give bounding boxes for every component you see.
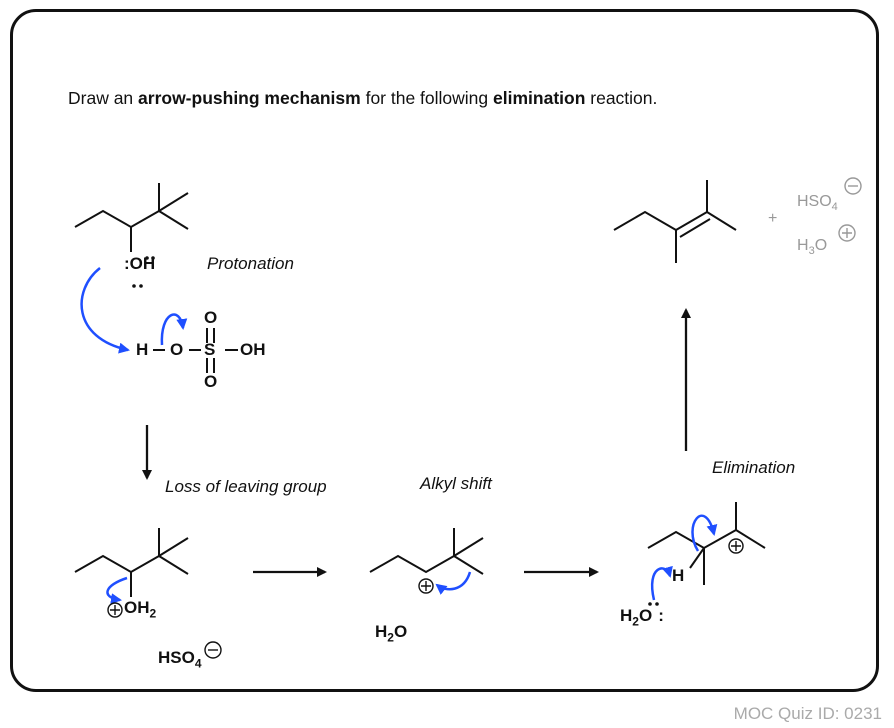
acidic-hydrogen: H bbox=[136, 340, 149, 359]
alkene-product-skeleton bbox=[613, 180, 737, 263]
prompt-bold-mechanism: arrow-pushing mechanism bbox=[138, 88, 361, 108]
water-base: H2O: bbox=[620, 606, 664, 629]
plus-sign: + bbox=[768, 210, 778, 227]
tertiary-carbocation-skeleton bbox=[647, 502, 766, 585]
arrow-methyl-shift bbox=[435, 571, 472, 595]
hso4-minus-charge-icon bbox=[204, 641, 222, 659]
sulfate-hydroxyl: OH bbox=[240, 340, 266, 359]
arrow-water-to-h bbox=[651, 565, 673, 601]
hydroxyl-group: :OH bbox=[124, 254, 156, 273]
bisulfate-byproduct: HSO4 bbox=[797, 193, 838, 214]
oxonium-skeleton bbox=[74, 528, 189, 597]
beta-hydrogen: H bbox=[672, 566, 685, 585]
secondary-carbocation-skeleton bbox=[369, 528, 484, 575]
sulfuric-acid-bonds bbox=[153, 328, 238, 373]
water-lone-pair-dots bbox=[648, 602, 659, 606]
arrow-ch-bond-to-cc bbox=[691, 514, 718, 552]
sulfonyl-oxygen-top: O bbox=[204, 308, 218, 327]
prompt-bold-elimination: elimination bbox=[493, 88, 586, 108]
secondary-carbocation-plus-icon bbox=[418, 578, 434, 594]
arrow-oh-to-h bbox=[80, 267, 130, 354]
water-leaving-group: H2O bbox=[375, 622, 408, 645]
sulfur-atom: S bbox=[204, 340, 216, 359]
bisulfate-ion: HSO4 bbox=[158, 648, 202, 671]
hso4-product-minus-icon bbox=[844, 177, 862, 195]
arrow-ho-bond-to-o bbox=[160, 313, 188, 346]
tertiary-carbocation-plus-icon bbox=[728, 538, 744, 554]
sulfonyl-oxygen-bottom: O bbox=[204, 372, 218, 391]
oxonium-plus-charge-icon bbox=[107, 602, 123, 618]
sulfate-oxygen-bridge: O bbox=[170, 340, 184, 359]
starting-alcohol-skeleton bbox=[74, 183, 189, 252]
step-label-elimination: Elimination bbox=[712, 458, 796, 477]
question-prompt: Draw an arrow-pushing mechanism for the … bbox=[68, 88, 658, 108]
hydronium-byproduct: H3O bbox=[797, 237, 828, 258]
step-label-alkyl-shift: Alkyl shift bbox=[420, 474, 492, 493]
step-label-protonation: Protonation bbox=[207, 254, 294, 273]
oxonium-group: OH2 bbox=[124, 598, 157, 621]
h3o-product-plus-icon bbox=[838, 224, 856, 242]
arrow-leaving-group bbox=[106, 576, 128, 605]
step-label-loss-of-leaving-group: Loss of leaving group bbox=[165, 477, 327, 496]
oh-lone-pair-dots bbox=[132, 256, 155, 288]
quiz-id-label: MOC Quiz ID: 0231 bbox=[733, 704, 882, 723]
